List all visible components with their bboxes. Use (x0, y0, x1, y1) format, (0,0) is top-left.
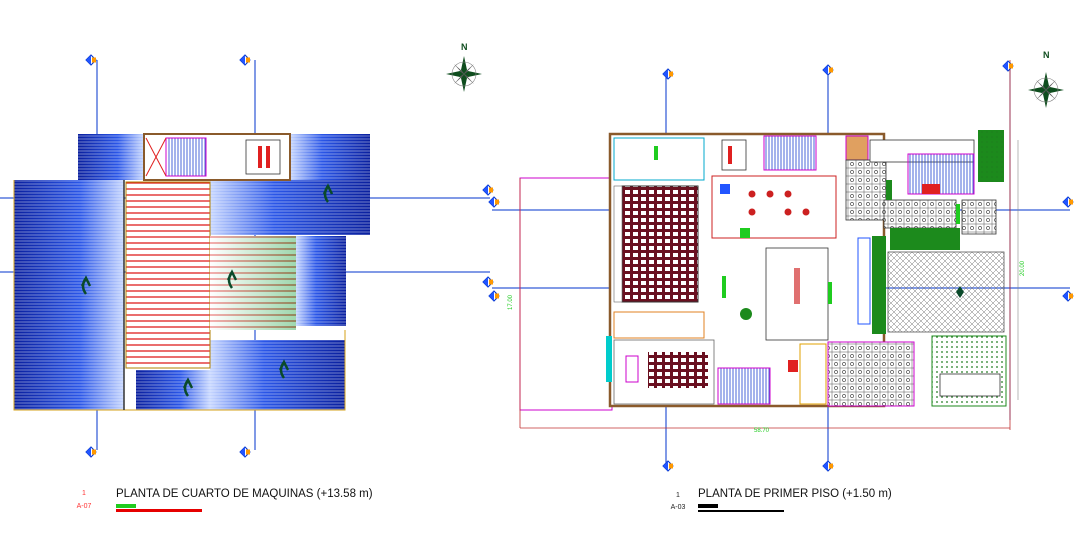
plan-title: PLANTA DE PRIMER PISO (+1.50 m) (698, 488, 892, 500)
dimension-label: 17.00 (508, 294, 514, 310)
section-marker-icon (662, 68, 674, 80)
title-underline (698, 510, 784, 512)
section-marker-icon (822, 64, 834, 76)
section-marker-icon (488, 290, 500, 302)
sheet-number: 1 (676, 492, 680, 499)
sheet-number: 1 (82, 490, 86, 497)
patio (827, 341, 915, 407)
section-marker-icon (1062, 290, 1074, 302)
machine-room-plan (0, 54, 494, 458)
section-marker-icon (1062, 196, 1074, 208)
sheet-ref: A-03 (670, 504, 686, 511)
section-marker-icon (662, 460, 674, 472)
section-marker-icon (85, 446, 97, 458)
section-marker-icon (1002, 60, 1014, 72)
title-underline (116, 509, 202, 512)
slope-arrow-icon (322, 183, 334, 203)
north-label: N (1043, 50, 1050, 60)
property-boundary (519, 177, 613, 411)
stair (717, 367, 771, 405)
section-marker-icon (239, 54, 251, 66)
north-arrow-icon: N (445, 42, 483, 93)
garden (890, 228, 960, 250)
slope-arrow-icon (278, 359, 290, 379)
auditorium (621, 185, 699, 303)
garden (872, 236, 886, 334)
section-marker-icon (85, 54, 97, 66)
title-underline (698, 504, 718, 508)
north-label: N (461, 42, 468, 52)
section-marker-icon (482, 184, 494, 196)
dimension-label: 58.70 (754, 428, 770, 434)
first-floor-plan: 58.70 (488, 60, 1074, 472)
dimension-label: 20.00 (1020, 260, 1026, 276)
restrooms (711, 175, 837, 239)
section-marker-icon (822, 460, 834, 472)
slope-arrow-icon (182, 377, 194, 397)
court (845, 159, 887, 221)
stair (763, 135, 817, 171)
north-arrow-icon: N (1027, 50, 1065, 109)
slope-arrow-icon (80, 275, 92, 295)
tree-icon (740, 308, 752, 320)
section-marker-icon (488, 196, 500, 208)
sheet-ref: A-07 (76, 503, 92, 510)
section-marker-icon (482, 276, 494, 288)
title-underline (116, 504, 136, 508)
parking (887, 251, 1005, 333)
slope-arrow-icon (226, 269, 238, 289)
central-slab (125, 181, 211, 369)
section-marker-icon (239, 446, 251, 458)
plan-title: PLANTA DE CUARTO DE MAQUINAS (+13.58 m) (116, 488, 373, 500)
